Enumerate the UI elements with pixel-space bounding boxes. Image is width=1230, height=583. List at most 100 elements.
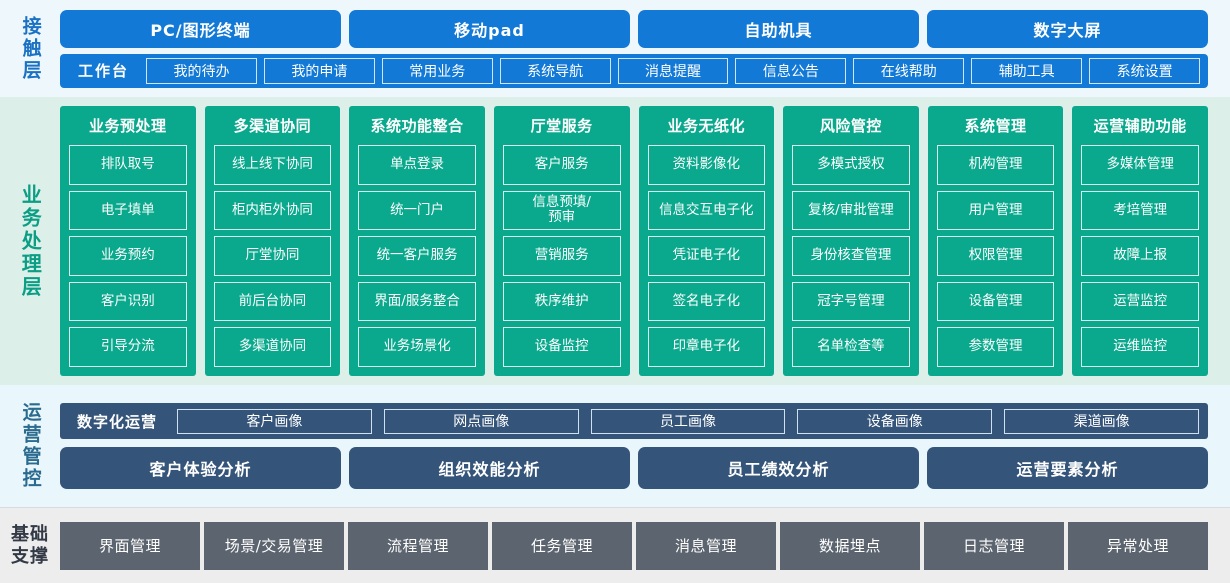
foundation-card-message-management[interactable]: 消息管理: [636, 521, 776, 570]
foundation-card-scenario-transaction-management[interactable]: 场景/交易管理: [204, 521, 344, 570]
business-item[interactable]: 机构管理: [936, 145, 1055, 185]
business-item[interactable]: 统一客户服务: [358, 236, 476, 276]
business-item[interactable]: 引导分流: [69, 327, 187, 367]
business-item[interactable]: 排队取号: [69, 145, 187, 185]
business-item[interactable]: 设备管理: [936, 281, 1055, 322]
analysis-card-organization-efficiency[interactable]: 组织效能分析: [349, 447, 630, 489]
layer-business-label-text: 业务处理层: [18, 183, 43, 299]
foundation-card-exception-handling[interactable]: 异常处理: [1068, 521, 1208, 570]
business-column-operation-support: 运营辅助功能 多媒体管理 考培管理 故障上报 运营监控 运维监控: [1072, 106, 1208, 376]
workbench-item-message-reminder[interactable]: 消息提醒: [617, 57, 729, 84]
workbench-item-my-todo[interactable]: 我的待办: [146, 57, 257, 84]
business-item[interactable]: 用户管理: [936, 190, 1055, 231]
analysis-card-customer-experience[interactable]: 客户体验分析: [60, 447, 341, 489]
business-item[interactable]: 故障上报: [1081, 236, 1199, 276]
business-item[interactable]: 设备监控: [502, 327, 621, 367]
channel-card-mobile-pad[interactable]: 移动pad: [349, 9, 630, 48]
workbench-item-auxiliary-tools[interactable]: 辅助工具: [971, 57, 1083, 84]
portrait-item-employee[interactable]: 员工画像: [590, 408, 786, 434]
layer-foundation-body: 界面管理 场景/交易管理 流程管理 任务管理 消息管理 数据埋点 日志管理 异常…: [60, 508, 1230, 583]
business-item[interactable]: 单点登录: [358, 145, 476, 185]
business-column-row: 业务预处理 排队取号 电子填单 业务预约 客户识别 引导分流 多渠道协同 线上线…: [60, 106, 1208, 376]
business-column-lobby-service: 厅堂服务 客户服务 信息预填/ 预审 营销服务 秩序维护 设备监控: [493, 106, 630, 376]
workbench-item-system-navigation[interactable]: 系统导航: [499, 57, 611, 84]
portrait-item-customer[interactable]: 客户画像: [177, 408, 372, 434]
business-item[interactable]: 资料影像化: [647, 145, 766, 185]
business-column-title: 系统管理: [964, 117, 1027, 135]
channel-card-self-service[interactable]: 自助机具: [638, 9, 919, 48]
business-column-title: 多渠道协同: [233, 117, 312, 135]
business-column-title: 业务预处理: [89, 117, 167, 135]
digital-operations-title: 数字化运营: [77, 412, 158, 431]
foundation-card-process-management[interactable]: 流程管理: [348, 521, 488, 570]
layer-business-body: 业务预处理 排队取号 电子填单 业务预约 客户识别 引导分流 多渠道协同 线上线…: [60, 97, 1230, 385]
business-item[interactable]: 营销服务: [502, 236, 621, 276]
business-column-title: 风险管控: [819, 117, 882, 135]
layer-contact-label-text: 接触层: [19, 15, 42, 82]
layer-foundation-label-line2: 支撑: [11, 545, 49, 567]
business-item[interactable]: 客户服务: [502, 145, 621, 185]
business-item[interactable]: 信息交互电子化: [647, 190, 766, 231]
business-item[interactable]: 多渠道协同: [213, 327, 332, 367]
business-item[interactable]: 复核/审批管理: [792, 190, 910, 231]
business-item[interactable]: 身份核查管理: [792, 236, 910, 276]
business-item[interactable]: 客户识别: [69, 281, 187, 322]
business-item[interactable]: 线上线下协同: [213, 145, 332, 185]
business-item[interactable]: 业务场景化: [358, 327, 476, 367]
business-item[interactable]: 电子填单: [69, 190, 187, 231]
business-item[interactable]: 权限管理: [936, 236, 1055, 276]
workbench-item-my-application[interactable]: 我的申请: [263, 57, 375, 84]
business-item[interactable]: 前后台协同: [213, 281, 332, 322]
business-item[interactable]: 界面/服务整合: [358, 281, 476, 322]
channel-row: PC/图形终端 移动pad 自助机具 数字大屏: [60, 9, 1208, 48]
business-item[interactable]: 多模式授权: [792, 145, 910, 185]
business-item[interactable]: 凭证电子化: [647, 236, 766, 276]
business-item[interactable]: 秩序维护: [502, 281, 621, 322]
business-item[interactable]: 签名电子化: [647, 281, 766, 322]
business-column-system-management: 系统管理 机构管理 用户管理 权限管理 设备管理 参数管理: [927, 106, 1064, 376]
layer-foundation: 基础 支撑 界面管理 场景/交易管理 流程管理 任务管理 消息管理 数据埋点 日…: [0, 507, 1230, 583]
channel-card-digital-screen[interactable]: 数字大屏: [927, 9, 1208, 48]
business-item[interactable]: 运维监控: [1081, 327, 1199, 367]
business-item[interactable]: 运营监控: [1081, 281, 1199, 322]
foundation-card-ui-management[interactable]: 界面管理: [60, 521, 200, 570]
foundation-card-log-management[interactable]: 日志管理: [924, 521, 1064, 570]
layer-foundation-label: 基础 支撑: [0, 508, 60, 583]
analysis-card-employee-performance[interactable]: 员工绩效分析: [638, 447, 919, 489]
workbench-item-information-bulletin[interactable]: 信息公告: [735, 57, 847, 84]
layer-business-label: 业务处理层: [0, 97, 60, 385]
foundation-card-task-management[interactable]: 任务管理: [492, 521, 632, 570]
analysis-card-operation-factor[interactable]: 运营要素分析: [927, 447, 1208, 489]
workbench-item-online-help[interactable]: 在线帮助: [853, 57, 965, 84]
channel-card-pc[interactable]: PC/图形终端: [60, 9, 341, 48]
digital-operations-row: 数字化运营 客户画像 网点画像 员工画像 设备画像 渠道画像: [60, 403, 1208, 439]
layer-business: 业务处理层 业务预处理 排队取号 电子填单 业务预约 客户识别 引导分流 多渠道…: [0, 97, 1230, 385]
business-item[interactable]: 印章电子化: [647, 327, 766, 367]
business-item[interactable]: 多媒体管理: [1081, 145, 1199, 185]
layer-operations: 运营管控 数字化运营 客户画像 网点画像 员工画像 设备画像 渠道画像 客户体验…: [0, 385, 1230, 507]
business-item[interactable]: 名单检查等: [792, 327, 910, 367]
portrait-item-branch[interactable]: 网点画像: [383, 408, 579, 434]
business-column-multichannel: 多渠道协同 线上线下协同 柜内柜外协同 厅堂协同 前后台协同 多渠道协同: [204, 106, 341, 376]
workbench-row: 工作台 我的待办 我的申请 常用业务 系统导航 消息提醒 信息公告 在线帮助 辅…: [60, 53, 1208, 88]
workbench-item-common-business[interactable]: 常用业务: [381, 57, 493, 84]
business-item[interactable]: 统一门户: [358, 190, 476, 231]
workbench-item-system-settings[interactable]: 系统设置: [1089, 57, 1201, 84]
layer-operations-label-text: 运营管控: [19, 402, 42, 490]
business-item[interactable]: 柜内柜外协同: [213, 190, 332, 231]
business-item[interactable]: 冠字号管理: [792, 281, 910, 322]
business-item[interactable]: 业务预约: [69, 236, 187, 276]
business-column-preprocessing: 业务预处理 排队取号 电子填单 业务预约 客户识别 引导分流: [60, 106, 196, 376]
business-column-risk-control: 风险管控 多模式授权 复核/审批管理 身份核查管理 冠字号管理 名单检查等: [783, 106, 919, 376]
portrait-item-device[interactable]: 设备画像: [797, 408, 993, 434]
business-item[interactable]: 信息预填/ 预审: [502, 190, 621, 231]
layer-contact-label: 接触层: [0, 0, 60, 97]
business-item[interactable]: 考培管理: [1081, 190, 1199, 231]
portrait-item-channel[interactable]: 渠道画像: [1004, 408, 1199, 434]
business-item[interactable]: 参数管理: [936, 327, 1055, 367]
business-column-title: 系统功能整合: [370, 117, 464, 135]
business-item[interactable]: 厅堂协同: [213, 236, 332, 276]
foundation-card-data-tracking[interactable]: 数据埋点: [780, 521, 920, 570]
layer-operations-label: 运营管控: [0, 385, 60, 507]
